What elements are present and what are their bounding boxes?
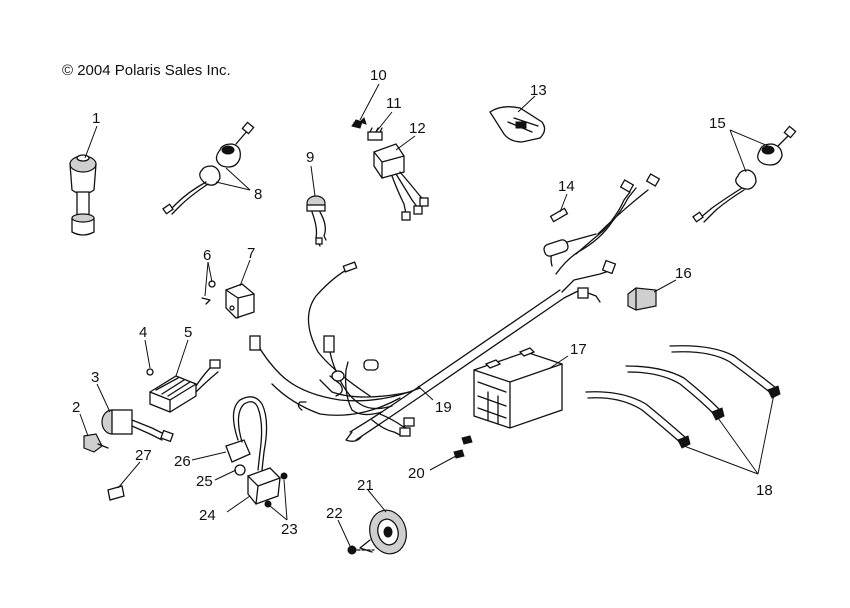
part-22-screw xyxy=(347,545,375,555)
label-20: 20 xyxy=(408,465,425,482)
label-27: 27 xyxy=(135,447,152,464)
part-26-spark-plug-cap xyxy=(225,396,268,471)
label-14: 14 xyxy=(558,178,575,195)
label-13: 13 xyxy=(530,82,547,99)
label-7: 7 xyxy=(247,245,255,262)
label-8: 8 xyxy=(254,186,262,203)
label-18: 18 xyxy=(756,482,773,499)
label-17: 17 xyxy=(570,341,587,358)
part-9-light-socket xyxy=(306,195,327,247)
part-16-switch-block xyxy=(627,287,657,311)
part-5-regulator xyxy=(149,359,221,413)
copyright-text: © 2004 Polaris Sales Inc. xyxy=(62,62,231,79)
part-15-switch-assembly xyxy=(692,125,797,223)
part-24-ignition-coil xyxy=(247,467,281,505)
part-27-bracket xyxy=(107,485,125,501)
part-10-clip xyxy=(351,117,367,129)
label-5: 5 xyxy=(184,324,192,341)
part-2-key xyxy=(83,433,109,453)
part-3-key-switch xyxy=(101,409,174,443)
callout-lines xyxy=(79,83,775,547)
part-25-washer xyxy=(234,464,246,476)
label-19: 19 xyxy=(435,399,452,416)
callout-labels: 1 2 3 4 5 6 7 8 9 10 11 12 13 14 15 16 1… xyxy=(72,67,773,538)
part-23-screws xyxy=(264,472,288,508)
part-7-relay-bracket xyxy=(225,283,255,319)
label-1: 1 xyxy=(92,110,100,127)
label-11: 11 xyxy=(386,95,402,112)
label-25: 25 xyxy=(196,473,213,490)
label-10: 10 xyxy=(370,67,387,84)
part-17-battery xyxy=(473,347,563,429)
part-14-fuse xyxy=(549,207,569,223)
label-3: 3 xyxy=(91,369,99,386)
label-9: 9 xyxy=(306,149,314,166)
label-21: 21 xyxy=(357,477,374,494)
part-1-ignition-switch xyxy=(69,154,97,236)
part-18-straps xyxy=(585,345,781,449)
label-4: 4 xyxy=(139,324,147,341)
part-20-screws xyxy=(453,435,473,459)
label-23: 23 xyxy=(281,521,298,538)
part-6-bolt xyxy=(201,280,216,305)
part-8-switch-assembly xyxy=(162,121,255,215)
label-26: 26 xyxy=(174,453,191,470)
label-16: 16 xyxy=(675,265,692,282)
label-24: 24 xyxy=(199,507,216,524)
label-6: 6 xyxy=(203,247,211,264)
part-21-horn xyxy=(359,509,407,555)
label-15: 15 xyxy=(709,115,726,132)
part-13-tool-pouch xyxy=(489,106,546,143)
part-12-relay xyxy=(373,143,429,221)
part-19-wiring-harness xyxy=(249,173,661,442)
label-2: 2 xyxy=(72,399,80,416)
part-11-fuse-holder xyxy=(367,127,383,141)
label-22: 22 xyxy=(326,505,343,522)
label-12: 12 xyxy=(409,120,426,137)
part-4-fastener xyxy=(146,368,154,376)
